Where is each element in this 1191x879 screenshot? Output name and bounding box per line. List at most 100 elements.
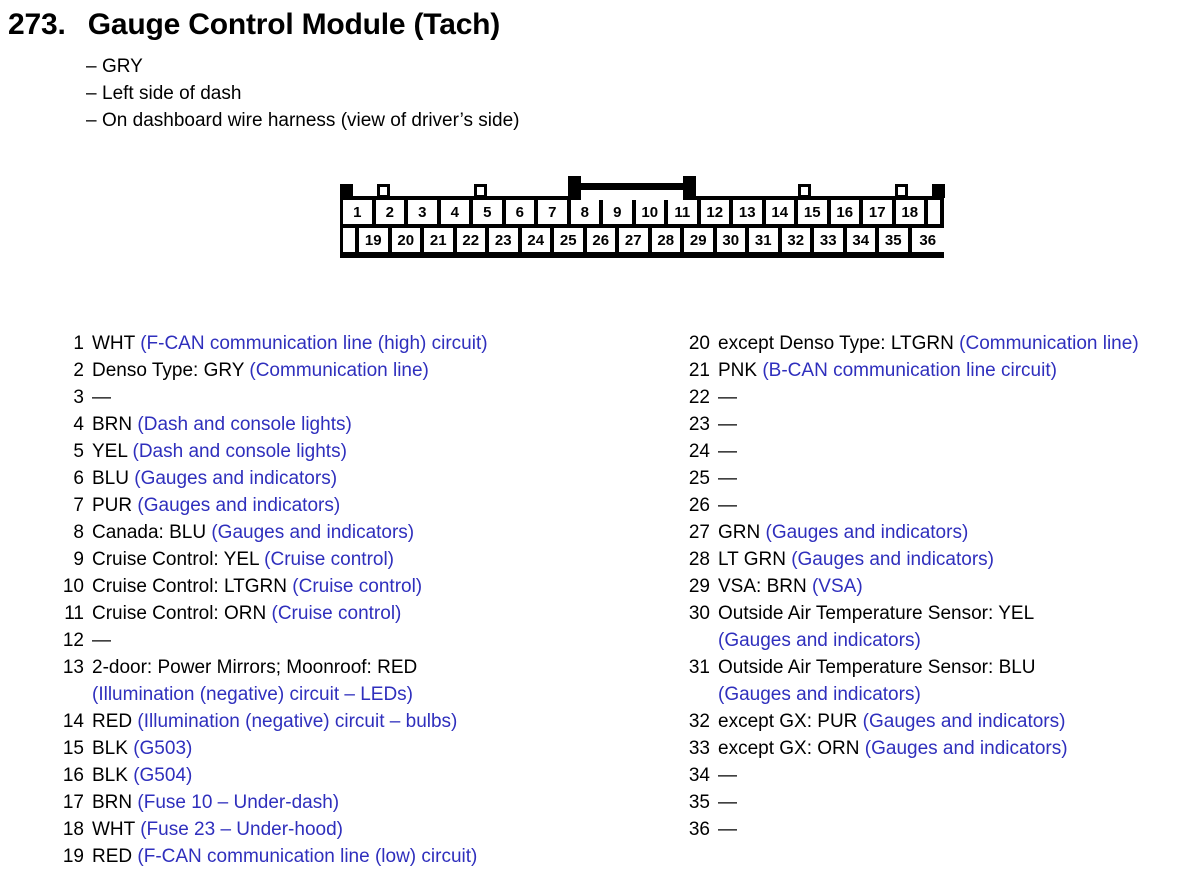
pin-empty-dash: — (718, 441, 737, 462)
connector-pin-25[interactable]: 25 (554, 228, 587, 252)
connector-pin-30[interactable]: 30 (716, 228, 749, 252)
pin-number: 19 (62, 846, 84, 867)
connector-notch-2 (474, 184, 487, 198)
pin-number: 3 (73, 387, 84, 408)
connector-pin-36[interactable]: 36 (911, 228, 944, 252)
connector-pin-10[interactable]: 10 (635, 200, 668, 224)
pin-number: 36 (688, 819, 710, 840)
pin-description: BRN (Dash and console lights) (92, 411, 352, 438)
pin-circuit-name: (Gauges and indicators) (791, 549, 994, 570)
connector-pin-1[interactable]: 1 (343, 200, 376, 224)
pin-wire-color: RED (92, 711, 138, 732)
connector-pin-17[interactable]: 17 (863, 200, 896, 224)
pin-circuit-name: (Dash and console lights) (132, 441, 347, 462)
pin-entry: 3— (54, 384, 654, 411)
pin-number: 6 (73, 468, 84, 489)
connector-pin-31[interactable]: 31 (749, 228, 782, 252)
pin-description: except Denso Type: LTGRN (Communication … (718, 330, 1139, 357)
pin-circuit-name: (Cruise control) (292, 576, 423, 597)
connector-pin-11[interactable]: 11 (668, 200, 701, 224)
connector-pin-3[interactable]: 3 (408, 200, 441, 224)
pin-circuit-name: (B-CAN communication line circuit) (762, 360, 1057, 381)
connector-pin-15[interactable]: 15 (798, 200, 831, 224)
pin-description: — (718, 411, 737, 438)
pin-number: 23 (688, 414, 710, 435)
connector-pin-12[interactable]: 12 (700, 200, 733, 224)
connector-pin-4[interactable]: 4 (440, 200, 473, 224)
connector-pin-22[interactable]: 22 (456, 228, 489, 252)
pin-empty-dash: — (718, 765, 737, 786)
pin-description: — (92, 627, 111, 654)
connector-pin-33[interactable]: 33 (814, 228, 847, 252)
connector-pin-6[interactable]: 6 (505, 200, 538, 224)
pin-circuit-name-continued: (Illumination (negative) circuit – LEDs) (92, 684, 414, 705)
pin-entry: 36 — (680, 816, 1185, 843)
connector-pin-21[interactable]: 21 (424, 228, 457, 252)
pin-wire-color: Outside Air Temperature Sensor: YEL (718, 603, 1035, 624)
connector-pin-34[interactable]: 34 (846, 228, 879, 252)
connector-pin-7[interactable]: 7 (538, 200, 571, 224)
pin-wire-color: 2-door: Power Mirrors; Moonroof: RED (92, 657, 418, 678)
pin-circuit-name: (F-CAN communication line (low) circuit) (137, 846, 478, 867)
pin-description: — (718, 762, 737, 789)
pin-number: 7 (73, 495, 84, 516)
pin-description: Cruise Control: LTGRN (Cruise control) (92, 573, 422, 600)
pin-number: 26 (688, 495, 710, 516)
connector-pin-9[interactable]: 9 (603, 200, 636, 224)
pin-number: 33 (688, 738, 710, 759)
pin-description: — (718, 816, 737, 843)
connector-notch-4 (895, 184, 908, 198)
note-text: GRY (102, 56, 143, 77)
pin-description: PUR (Gauges and indicators) (92, 492, 340, 519)
pin-number: 30 (688, 603, 710, 624)
connector-notch-right-edge (932, 184, 945, 198)
connector-pin-26[interactable]: 26 (586, 228, 619, 252)
pin-description: GRN (Gauges and indicators) (718, 519, 968, 546)
connector-pin-5[interactable]: 5 (473, 200, 506, 224)
pin-wire-color: Canada: BLU (92, 522, 212, 543)
pin-description: RED (F-CAN communication line (low) circ… (92, 843, 477, 870)
pin-number: 16 (62, 765, 84, 786)
connector-notch-1 (377, 184, 390, 198)
connector-pin-23[interactable]: 23 (489, 228, 522, 252)
connector-pin-8[interactable]: 8 (570, 200, 603, 224)
connector-pin-18[interactable]: 18 (895, 200, 928, 224)
connector-pin-14[interactable]: 14 (765, 200, 798, 224)
pin-wire-color: BRN (92, 792, 138, 813)
pin-description: Cruise Control: ORN (Cruise control) (92, 600, 401, 627)
pin-description: BLK (G504) (92, 762, 192, 789)
pin-circuit-name: (Dash and console lights) (137, 414, 352, 435)
connector-pin-20[interactable]: 20 (391, 228, 424, 252)
pin-description: VSA: BRN (VSA) (718, 573, 863, 600)
connector-pin-27[interactable]: 27 (619, 228, 652, 252)
connector-pin-2[interactable]: 2 (375, 200, 408, 224)
pin-empty-dash: — (92, 630, 111, 651)
connector-blank-slot (343, 228, 359, 252)
pin-description: — (718, 492, 737, 519)
connector-pin-13[interactable]: 13 (733, 200, 766, 224)
pin-wire-color: Cruise Control: YEL (92, 549, 265, 570)
connector-notch-3 (798, 184, 811, 198)
connector-pin-24[interactable]: 24 (521, 228, 554, 252)
connector-pin-16[interactable]: 16 (830, 200, 863, 224)
connector-pin-29[interactable]: 29 (684, 228, 717, 252)
pin-entry: 24— (680, 438, 1185, 465)
pin-entry: 25— (680, 465, 1185, 492)
pin-circuit-name-continued: (Gauges and indicators) (718, 684, 921, 705)
pin-number: 1 (73, 333, 84, 354)
pin-circuit-name: (G503) (133, 738, 193, 759)
pin-number: 18 (62, 819, 84, 840)
connector-pin-32[interactable]: 32 (781, 228, 814, 252)
pin-circuit-name: (Illumination (negative) circuit – bulbs… (137, 711, 458, 732)
connector-pin-28[interactable]: 28 (651, 228, 684, 252)
connector-pin-35[interactable]: 35 (879, 228, 912, 252)
pin-description: — (718, 438, 737, 465)
connector-pin-19[interactable]: 19 (359, 228, 392, 252)
